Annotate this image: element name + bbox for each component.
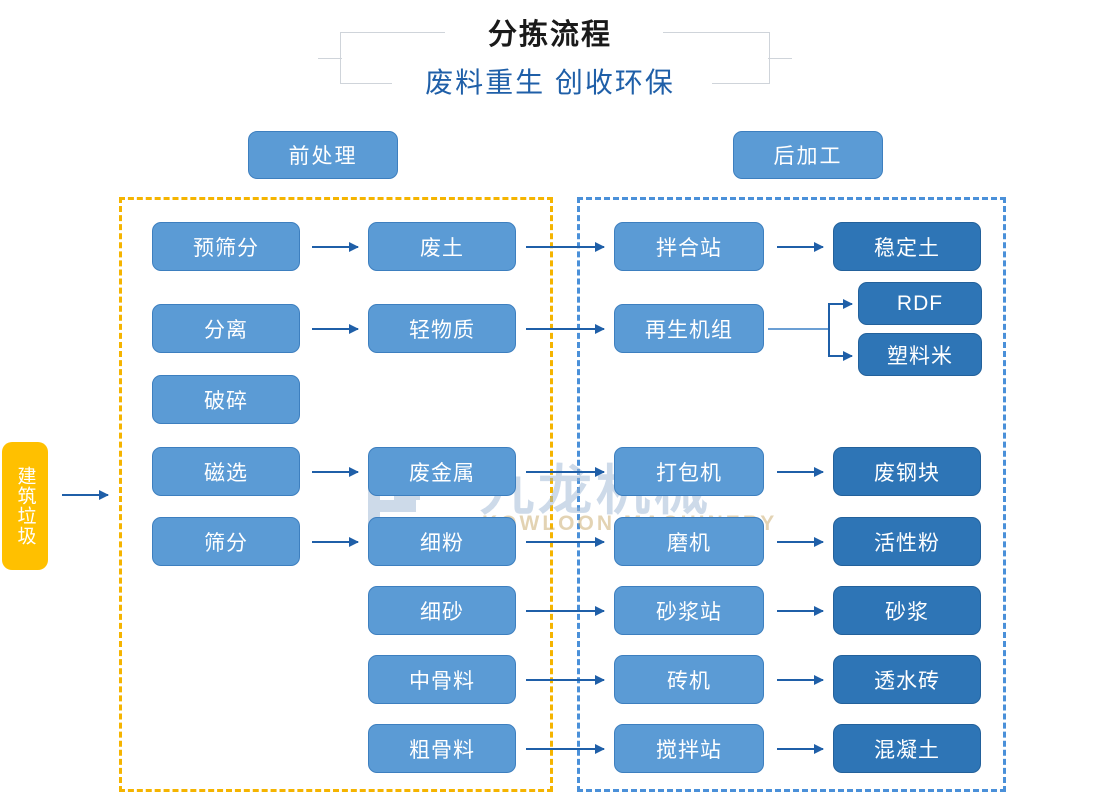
node-brick-machine-label: 砖机	[667, 669, 711, 693]
node-active-powder[interactable]: 活性粉	[833, 517, 981, 566]
arrow-brick-machine-to-permeable-brick	[777, 675, 824, 685]
title-sub-backdrop	[392, 64, 712, 102]
node-plastic-pellets[interactable]: 塑料米	[858, 333, 982, 376]
node-crushing-label: 破碎	[204, 389, 248, 413]
node-recycling-unit-label: 再生机组	[645, 318, 733, 342]
node-light-material[interactable]: 轻物质	[368, 304, 516, 353]
title-rule-right	[768, 58, 792, 59]
arrow-magnetic-separation-to-waste-metal	[312, 467, 359, 477]
node-plastic-pellets-label: 塑料米	[887, 344, 953, 368]
node-fine-sand-label: 细砂	[420, 600, 464, 624]
node-mortar-station[interactable]: 砂浆站	[614, 586, 764, 635]
node-stabilized-soil[interactable]: 稳定土	[833, 222, 981, 271]
node-fine-sand[interactable]: 细砂	[368, 586, 516, 635]
branch-vertical-recycling-unit	[828, 304, 830, 356]
node-baler[interactable]: 打包机	[614, 447, 764, 496]
node-construction-waste[interactable]: 建筑垃圾	[2, 442, 48, 570]
node-mixing-station[interactable]: 拌合站	[614, 222, 764, 271]
node-rdf[interactable]: RDF	[858, 282, 982, 325]
node-waste-metal[interactable]: 废金属	[368, 447, 516, 496]
arrow-separation-to-light-material	[312, 324, 359, 334]
node-pre-screening[interactable]: 预筛分	[152, 222, 300, 271]
node-mortar-station-label: 砂浆站	[656, 600, 722, 624]
node-permeable-brick-label: 透水砖	[874, 669, 940, 693]
arrow-grinding-mill-to-active-powder	[777, 537, 824, 547]
arrow-coarse-aggregate-to-concrete-mixing-station	[526, 744, 605, 754]
arrow-waste-metal-to-baler	[526, 467, 605, 477]
node-stabilized-soil-label: 稳定土	[874, 236, 940, 260]
arrow-light-material-to-recycling-unit	[526, 324, 605, 334]
section-header-post-label: 后加工	[773, 145, 843, 168]
arrow-pre-screening-to-waste-soil	[312, 242, 359, 252]
node-waste-metal-label: 废金属	[409, 461, 475, 485]
node-scrap-steel[interactable]: 废钢块	[833, 447, 981, 496]
node-medium-aggregate[interactable]: 中骨料	[368, 655, 516, 704]
node-baler-label: 打包机	[656, 461, 722, 485]
page-title: 分拣流程	[487, 19, 612, 51]
node-concrete-mixing-station[interactable]: 搅拌站	[614, 724, 764, 773]
node-separation[interactable]: 分离	[152, 304, 300, 353]
node-mixing-station-label: 拌合站	[656, 236, 722, 260]
node-waste-soil[interactable]: 废土	[368, 222, 516, 271]
arrow-mixing-station-to-stabilized-soil	[777, 242, 824, 252]
node-coarse-aggregate[interactable]: 粗骨料	[368, 724, 516, 773]
arrow-medium-aggregate-to-brick-machine	[526, 675, 605, 685]
arrow-recycling-unit-to-plastic-pellets	[828, 351, 853, 361]
node-active-powder-label: 活性粉	[874, 531, 940, 555]
arrow-concrete-mixing-station-to-concrete	[777, 744, 824, 754]
node-construction-waste-label: 建筑垃圾	[14, 466, 36, 546]
node-grinding-mill-label: 磨机	[667, 531, 711, 555]
node-magnetic-separation-label: 磁选	[204, 461, 248, 485]
node-coarse-aggregate-label: 粗骨料	[409, 738, 475, 762]
page-subtitle: 废料重生 创收环保	[425, 67, 675, 98]
section-header-pre-label: 前处理	[288, 145, 358, 168]
node-mortar[interactable]: 砂浆	[833, 586, 981, 635]
node-brick-machine[interactable]: 砖机	[614, 655, 764, 704]
node-separation-label: 分离	[204, 318, 248, 342]
node-recycling-unit[interactable]: 再生机组	[614, 304, 764, 353]
node-concrete-label: 混凝土	[874, 738, 940, 762]
title-rule-left	[318, 58, 342, 59]
title-main-backdrop	[445, 18, 663, 54]
arrow-input-to-pre	[62, 490, 109, 500]
node-scrap-steel-label: 废钢块	[874, 461, 940, 485]
node-concrete-mixing-station-label: 搅拌站	[656, 738, 722, 762]
arrow-waste-soil-to-mixing-station	[526, 242, 605, 252]
node-rdf-label: RDF	[896, 291, 944, 315]
node-crushing[interactable]: 破碎	[152, 375, 300, 424]
node-light-material-label: 轻物质	[409, 318, 475, 342]
node-waste-soil-label: 废土	[420, 236, 464, 260]
node-mortar-label: 砂浆	[885, 600, 929, 624]
node-concrete[interactable]: 混凝土	[833, 724, 981, 773]
node-screening[interactable]: 筛分	[152, 517, 300, 566]
node-magnetic-separation[interactable]: 磁选	[152, 447, 300, 496]
branch-stem-recycling-unit	[768, 328, 830, 330]
arrow-mortar-station-to-mortar	[777, 606, 824, 616]
node-fine-powder[interactable]: 细粉	[368, 517, 516, 566]
arrow-baler-to-scrap-steel	[777, 467, 824, 477]
arrow-recycling-unit-to-rdf	[828, 299, 853, 309]
arrow-screening-to-fine-powder	[312, 537, 359, 547]
node-pre-screening-label: 预筛分	[193, 236, 259, 260]
node-permeable-brick[interactable]: 透水砖	[833, 655, 981, 704]
arrow-fine-powder-to-grinding-mill	[526, 537, 605, 547]
node-grinding-mill[interactable]: 磨机	[614, 517, 764, 566]
node-fine-powder-label: 细粉	[420, 531, 464, 555]
section-header-pre-processing[interactable]: 前处理	[248, 131, 398, 179]
arrow-fine-sand-to-mortar-station	[526, 606, 605, 616]
node-screening-label: 筛分	[204, 531, 248, 555]
node-medium-aggregate-label: 中骨料	[409, 669, 475, 693]
section-header-post-processing[interactable]: 后加工	[733, 131, 883, 179]
